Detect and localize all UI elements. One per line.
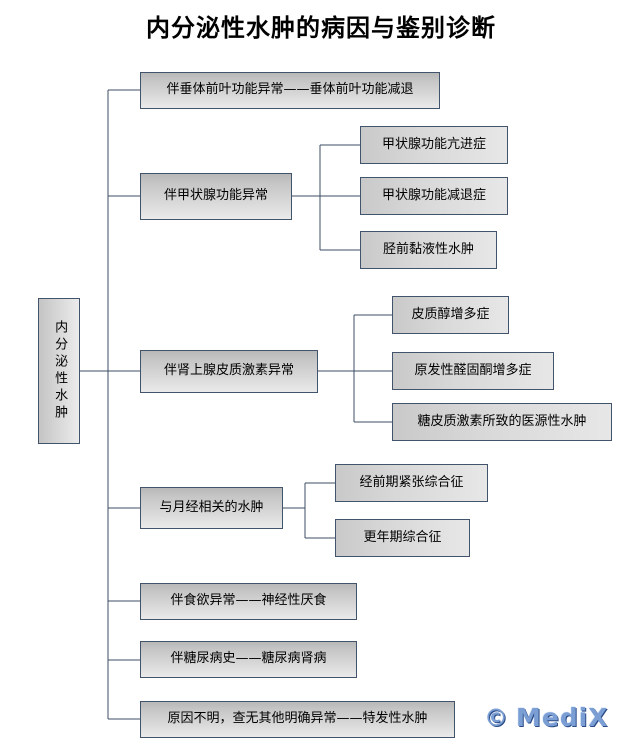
node-primary-aldosteronism[interactable]: 原发性醛固酮增多症 [392, 352, 554, 390]
node-appetite-abnormality[interactable]: 伴食欲异常——神经性厌食 [140, 583, 357, 620]
node-diabetes-history[interactable]: 伴糖尿病史——糖尿病肾病 [140, 641, 357, 678]
node-adrenal-cortical-hormone-abnormality[interactable]: 伴肾上腺皮质激素异常 [140, 350, 318, 393]
node-hypothyroidism[interactable]: 甲状腺功能减退症 [360, 177, 508, 215]
node-idiopathic-edema[interactable]: 原因不明，查无其他明确异常——特发性水肿 [140, 701, 455, 738]
node-iatrogenic-edema[interactable]: 糖皮质激素所致的医源性水肿 [392, 403, 612, 441]
medix-watermark: © MediX [484, 703, 609, 732]
root-node-endocrine-edema[interactable]: 内分泌性水肿 [38, 298, 80, 444]
medix-wordmark: MediX [516, 703, 609, 732]
node-pretibial-myxedema[interactable]: 胫前黏液性水肿 [360, 231, 497, 269]
node-hyperthyroidism[interactable]: 甲状腺功能亢进症 [360, 126, 508, 164]
node-premenstrual-syndrome[interactable]: 经前期紧张综合征 [335, 464, 488, 502]
node-pituitary-dysfunction[interactable]: 伴垂体前叶功能异常——垂体前叶功能减退 [140, 72, 440, 109]
node-menopausal-syndrome[interactable]: 更年期综合征 [335, 519, 470, 557]
node-hypercortisolism[interactable]: 皮质醇增多症 [392, 296, 509, 334]
node-thyroid-dysfunction[interactable]: 伴甲状腺功能异常 [140, 173, 292, 220]
node-menstrual-related-edema[interactable]: 与月经相关的水肿 [140, 487, 283, 529]
copyright-icon: © [484, 703, 509, 732]
page-title: 内分泌性水肿的病因与鉴别诊断 [146, 13, 496, 42]
